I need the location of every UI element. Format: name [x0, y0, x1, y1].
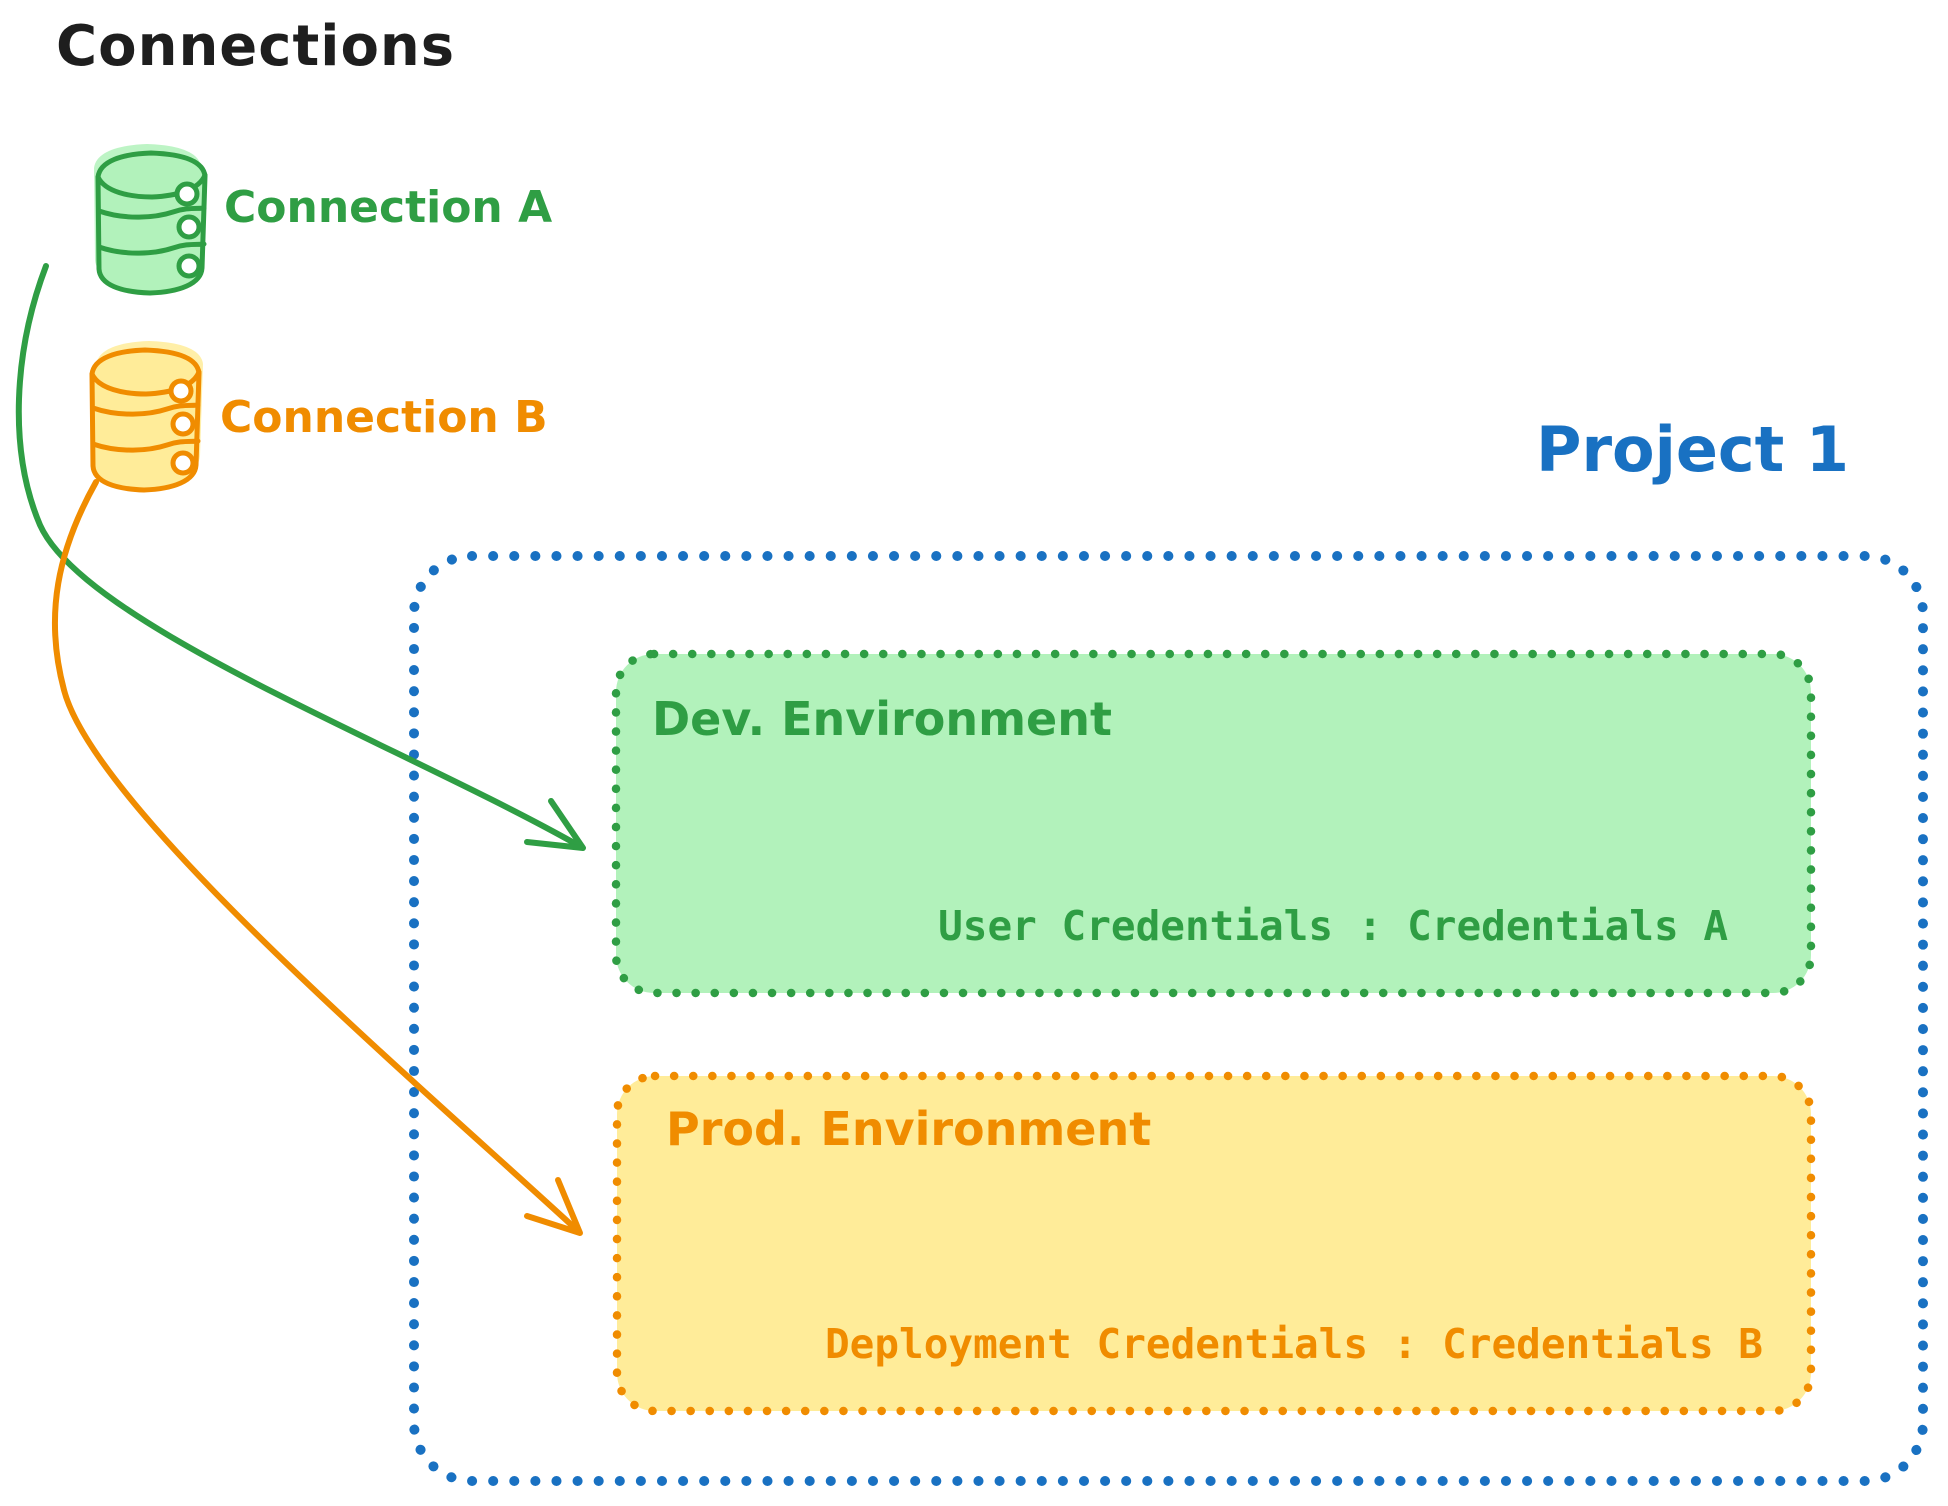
- dev-environment-box: [611, 649, 1816, 998]
- connection-b-label: Connection B: [220, 392, 548, 443]
- arrow-a-curve: [15, 263, 579, 847]
- db-a-divider-2: [96, 241, 207, 256]
- project-title: Project 1: [1536, 413, 1850, 486]
- arrow-a-head: [524, 798, 586, 851]
- db-b-dot-3: [170, 450, 196, 476]
- connection-a-label: Connection A: [224, 182, 553, 233]
- connections-title: Connections: [56, 14, 456, 79]
- dev-environment-credentials: User Credentials : Credentials A: [938, 902, 1728, 950]
- arrow-connection-a-to-dev: [15, 263, 586, 851]
- arrow-connection-b-to-prod: [51, 479, 583, 1236]
- arrow-b-curve: [51, 479, 581, 1234]
- database-icon-connection-b: [89, 341, 203, 493]
- db-a-divider-1: [96, 205, 207, 220]
- db-b-divider-2: [90, 438, 201, 453]
- db-b-dot-1: [168, 378, 194, 404]
- db-b-divider-1: [90, 402, 201, 417]
- prod-environment-title: Prod. Environment: [666, 1102, 1152, 1156]
- db-a-dot-3: [176, 253, 202, 279]
- db-a-dot-1: [174, 181, 200, 207]
- prod-environment-credentials: Deployment Credentials : Credentials B: [825, 1320, 1763, 1368]
- project-box-border: [409, 551, 1928, 1486]
- db-a-dot-2: [176, 214, 202, 240]
- arrow-b-head: [524, 1177, 583, 1236]
- database-icon-connection-a: [94, 144, 208, 296]
- prod-environment-box: [612, 1071, 1816, 1416]
- dev-environment-title: Dev. Environment: [652, 692, 1112, 746]
- db-b-dot-2: [170, 411, 196, 437]
